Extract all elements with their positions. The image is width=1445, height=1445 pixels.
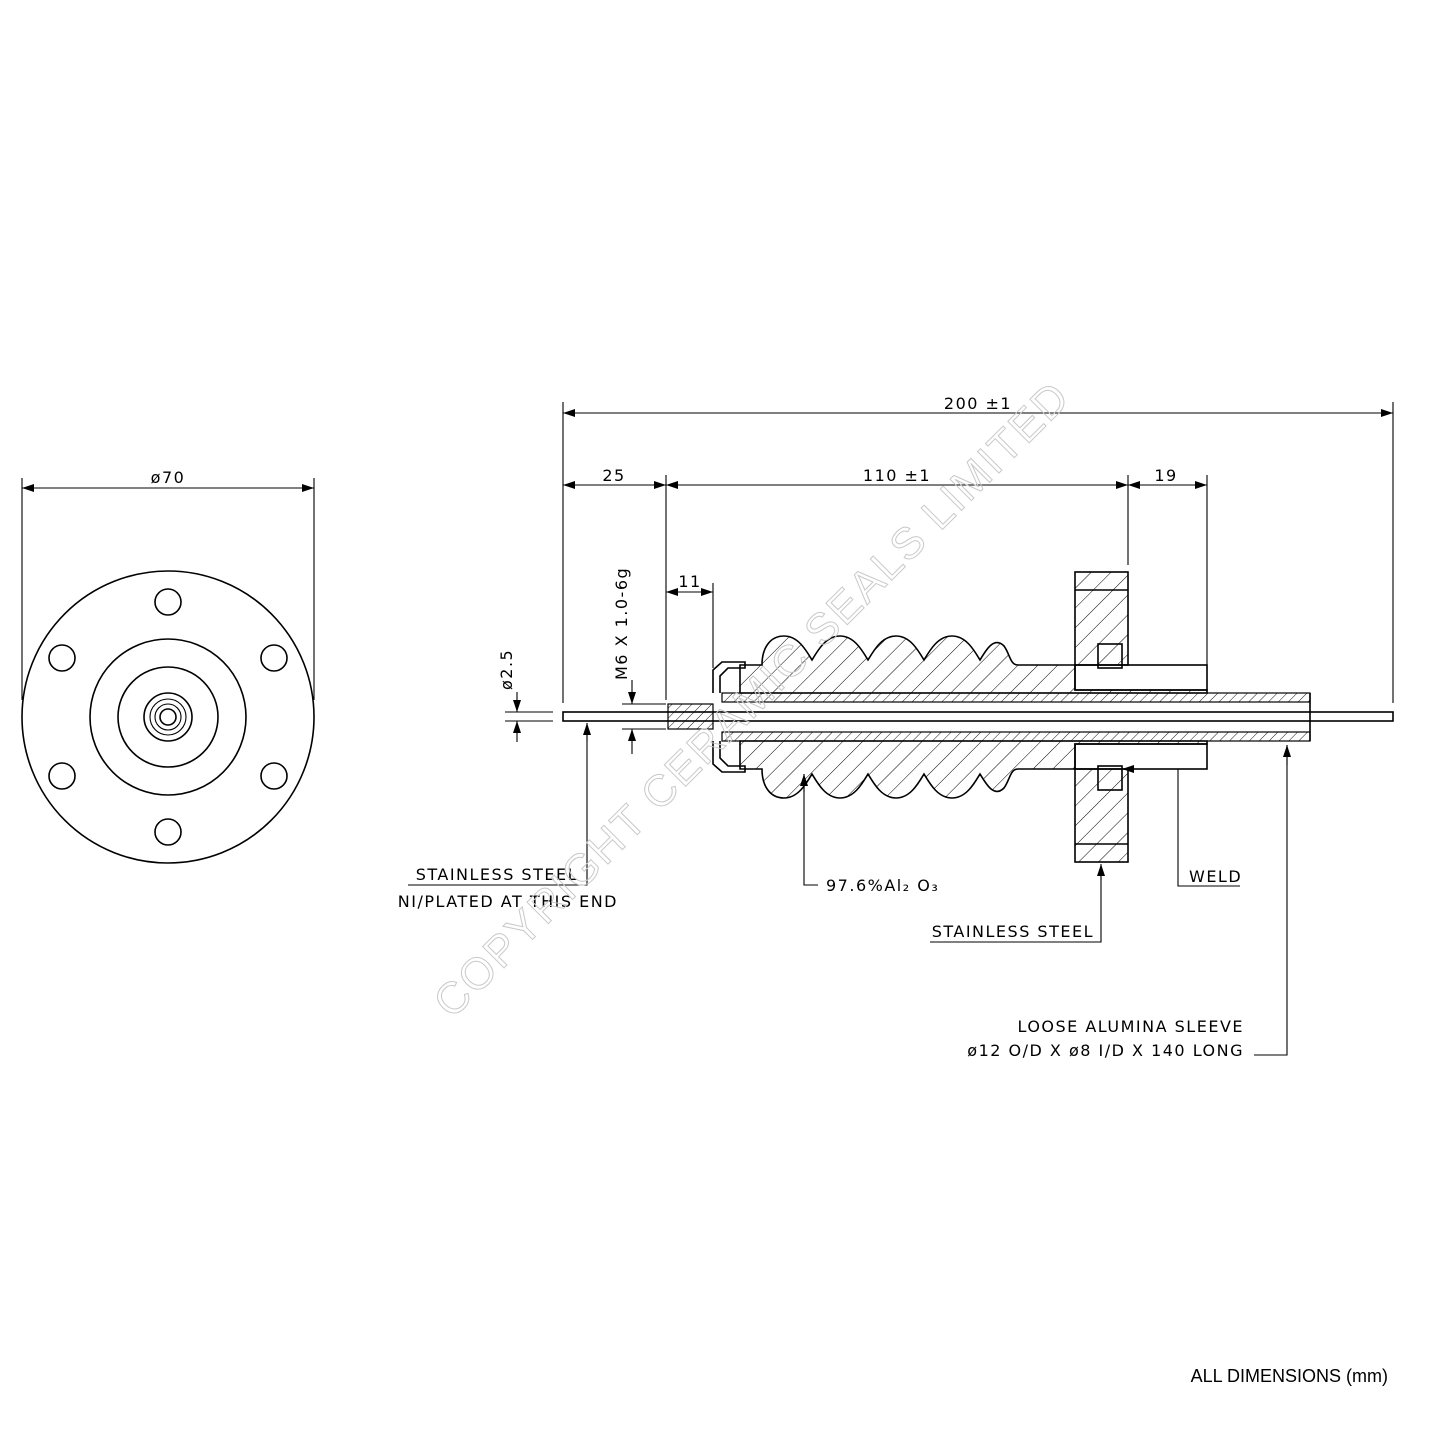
flange-collar-lower [1074,743,1208,770]
rod-ring-inner [154,703,182,731]
body-length-label: 110 ±1 [863,466,931,485]
bolt-hole [260,762,288,790]
insulator-ring [117,666,219,768]
rod-diameter-label: ø2.5 [497,649,516,690]
rod-ring-mid [149,698,187,736]
sleeve-callout-line1: LOOSE ALUMINA SLEEVE [1017,1017,1244,1036]
end-cap-upper [712,661,746,693]
bolt-hole [48,762,76,790]
flange-outline [21,570,315,864]
leader-line [1177,769,1240,887]
weld-ring-upper [1097,643,1123,669]
weld-callout: WELD [1189,867,1242,886]
thread-length-label: 11 [678,572,701,591]
leader-line [1254,745,1288,1056]
flange-upper [1074,571,1129,666]
thread-spec-label: M6 X 1.0-6g [612,567,631,680]
conductor-rod [562,711,1394,722]
leader-line [803,774,818,886]
rod-material-callout: STAINLESS STEEL [416,865,578,884]
weld-ring-lower [1097,765,1123,791]
bolt-hole [48,644,76,672]
insulator-body-upper [739,635,1208,694]
end-length-label: 25 [602,466,625,485]
bolt-hole [154,818,182,846]
end-cap-lower [712,741,746,773]
flange-lower [1074,768,1129,863]
threaded-end [667,703,714,730]
end-view: ø70 [21,468,315,864]
insulator-material-callout: 97.6%Al₂ O₃ [826,876,939,895]
flange-diameter-label: ø70 [151,468,186,487]
sleeve-lower-wall [721,731,1311,742]
units-note: ALL DIMENSIONS (mm) [1191,1366,1388,1386]
flange-inner-ring [89,638,247,796]
flange-material-callout: STAINLESS STEEL [932,922,1094,941]
sleeve-upper-wall [721,692,1311,703]
rod-core [159,708,177,726]
rod-ring-outer [143,692,193,742]
bolt-hole [260,644,288,672]
flange-collar-upper [1074,664,1208,691]
bolt-hole [154,588,182,616]
overall-length-label: 200 ±1 [944,394,1012,413]
flange-offset-label: 19 [1154,466,1177,485]
leader-line [408,723,588,886]
leader-line [930,866,1102,943]
sleeve-callout-line2: ø12 O/D X ø8 I/D X 140 LONG [967,1041,1244,1060]
side-view: 200 ±1 25 110 ±1 19 11 M6 X 1.0-6g ø2.5 [398,394,1394,1060]
rod-plating-callout: NI/PLATED AT THIS END [398,892,618,911]
